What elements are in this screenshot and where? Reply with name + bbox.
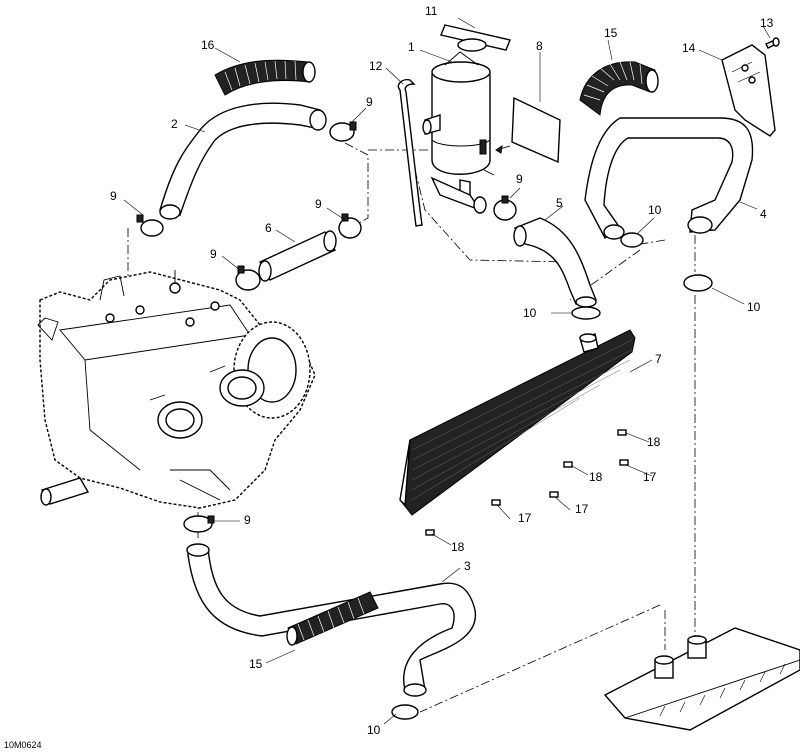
callout-17-right: 17 [643, 470, 657, 484]
decal-8 [495, 96, 561, 164]
callout-10-hose4-ring: 10 [648, 203, 662, 217]
leader-lines [123, 17, 771, 725]
callout-15-upper: 15 [604, 26, 618, 40]
callout-18-middle: 18 [589, 470, 603, 484]
corrugated-hose-16 [214, 59, 316, 96]
engine-assembly [37, 270, 316, 509]
bracket-14 [721, 44, 776, 137]
callout-labels: 1 2 3 4 5 6 7 8 9 9 9 9 9 9 10 10 10 10 … [110, 4, 774, 737]
callout-16: 16 [201, 38, 215, 52]
hose-2 [159, 102, 327, 220]
hose-6 [258, 230, 337, 282]
coolant-reservoir-1 [422, 51, 495, 214]
callout-17-middle: 17 [575, 502, 589, 516]
callout-1: 1 [408, 40, 415, 54]
callout-11: 11 [425, 4, 438, 18]
callout-18-left: 18 [451, 540, 465, 554]
callout-3: 3 [464, 559, 471, 573]
heat-exchanger-7 [399, 329, 636, 516]
callout-9-hose3-clamp: 9 [244, 513, 251, 527]
reservoir-cap-11 [440, 24, 511, 52]
callout-12: 12 [369, 59, 383, 73]
callout-9-hose5-clamp: 9 [516, 172, 523, 186]
callout-14: 14 [682, 41, 696, 55]
overflow-tube-12 [397, 78, 423, 227]
callout-2: 2 [171, 117, 178, 131]
callout-9-hose6-clamp: 9 [315, 197, 322, 211]
callout-6: 6 [265, 221, 272, 235]
callout-5: 5 [556, 196, 563, 210]
callout-15-lower: 15 [249, 657, 263, 671]
callout-10-hose5-ring: 10 [523, 306, 537, 320]
drawing-code: 10M0624 [4, 740, 42, 750]
rings-10 [391, 232, 713, 720]
callout-7: 7 [655, 352, 662, 366]
callout-17-left: 17 [518, 511, 532, 525]
fasteners-17-18 [425, 429, 629, 536]
callout-13: 13 [760, 16, 774, 30]
lower-heat-exchanger [603, 627, 800, 731]
callout-10-lower-ring: 10 [367, 723, 381, 737]
callout-9-reservoir-clamp: 9 [366, 95, 373, 109]
clamps-9 [136, 121, 517, 533]
callout-8: 8 [536, 39, 543, 53]
corrugated-hose-15-upper [579, 61, 659, 116]
callout-9-hose6-lower-clamp: 9 [210, 247, 217, 261]
callout-9-engine-clamp: 9 [110, 189, 117, 203]
screw-13 [765, 37, 780, 49]
callout-18-right: 18 [647, 435, 661, 449]
corrugated-hose-15-lower [286, 591, 379, 646]
hose-5 [513, 217, 597, 308]
callout-10-right-ring: 10 [747, 300, 761, 314]
callout-4: 4 [760, 207, 767, 221]
hose-4 [584, 117, 754, 240]
